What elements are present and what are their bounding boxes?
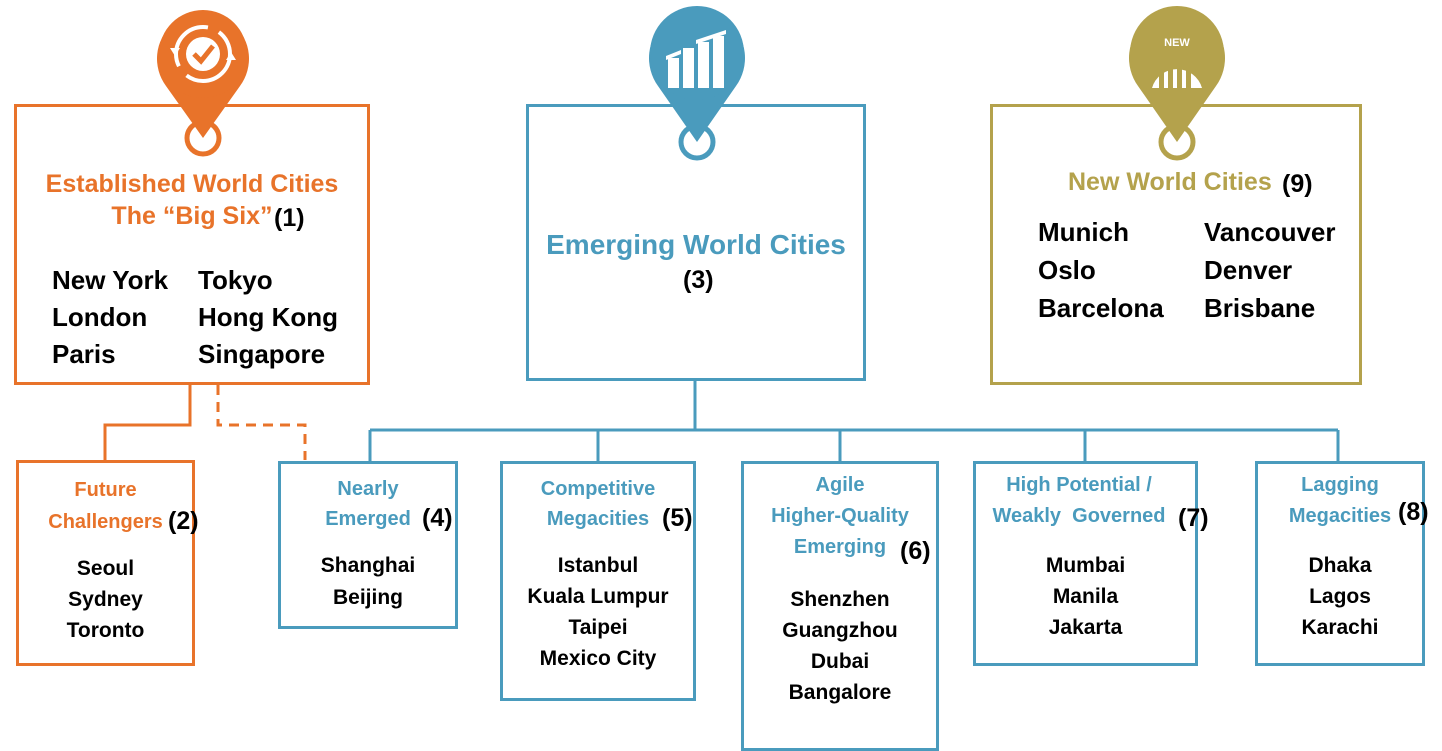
city-name: Bangalore	[788, 681, 892, 704]
city-name: Beijing	[332, 586, 403, 609]
emerging-number: (3)	[683, 266, 714, 294]
city-name: Sydney	[68, 588, 143, 611]
city-name: Paris	[52, 339, 116, 369]
established-cities-right: Tokyo Hong Kong Singapore	[198, 262, 338, 373]
lagging-title-line1: Lagging	[1301, 474, 1379, 496]
competitive-megacities-box	[500, 461, 696, 701]
new-badge-text: NEW	[1164, 37, 1190, 49]
city-name: Munich	[1038, 217, 1129, 247]
established-cities-left: New York London Paris	[52, 262, 168, 373]
city-name: London	[52, 302, 148, 332]
city-name: Kuala Lumpur	[527, 585, 669, 608]
city-name: Jakarta	[1048, 616, 1123, 639]
city-name: Guangzhou	[782, 619, 898, 642]
city-name: Seoul	[76, 557, 135, 580]
city-name: Mumbai	[1045, 554, 1126, 577]
competitive-title-line2: Megacities	[546, 508, 650, 530]
established-number: (1)	[274, 204, 305, 232]
city-name: Singapore	[198, 339, 326, 369]
new-world-cities-left: Munich Oslo Barcelona	[1038, 213, 1164, 327]
lagging-title: Lagging Megacities	[1255, 470, 1425, 532]
competitive-cities: Istanbul Kuala Lumpur Taipei Mexico City	[500, 550, 696, 674]
city-name: Manila	[1052, 585, 1119, 608]
future-title-line1: Future	[74, 479, 137, 501]
new-buildings-icon: NEW	[1129, 6, 1225, 161]
city-name: Brisbane	[1204, 293, 1316, 323]
agile-title-line2: Higher-Quality	[771, 505, 909, 527]
lagging-number: (8)	[1398, 498, 1429, 526]
competitive-title: Competitive Megacities	[500, 474, 696, 534]
city-name: Denver	[1204, 255, 1293, 285]
city-name: Shanghai	[320, 554, 416, 577]
nearly-cities: Shanghai Beijing	[278, 550, 458, 614]
city-name: Shenzhen	[790, 588, 890, 611]
building-chart-icon	[649, 6, 745, 161]
nearly-title: Nearly Emerged	[278, 474, 458, 534]
city-name: Lagos	[1309, 585, 1371, 608]
future-title: Future Challengers	[16, 474, 195, 538]
city-name: Barcelona	[1038, 293, 1164, 323]
city-name: Toronto	[66, 619, 145, 642]
city-name: Dhaka	[1308, 554, 1372, 577]
city-name: New York	[52, 265, 169, 295]
lagging-megacities-box	[1255, 461, 1425, 666]
refresh-check-icon	[157, 10, 249, 157]
new-world-number: (9)	[1282, 170, 1313, 198]
established-title-line2: The “Big Six”	[111, 202, 273, 230]
city-name: Hong Kong	[198, 302, 339, 332]
future-number: (2)	[168, 507, 199, 535]
highpotential-cities: Mumbai Manila Jakarta	[973, 550, 1198, 643]
city-name: Karachi	[1301, 616, 1379, 639]
future-title-line2: Challengers	[48, 511, 163, 533]
connector-established-nearly-dashed	[216, 385, 307, 460]
nearly-title-line1: Nearly	[337, 478, 399, 500]
future-cities: Seoul Sydney Toronto	[16, 553, 195, 646]
agile-emerging-box	[741, 461, 939, 751]
highpotential-title: High Potential / Weakly Governed	[980, 470, 1178, 532]
agile-title: Agile Higher-Quality Emerging	[741, 470, 939, 563]
lagging-cities: Dhaka Lagos Karachi	[1255, 550, 1425, 643]
new-world-cities-right: Vancouver Denver Brisbane	[1204, 213, 1336, 327]
agile-title-line3: Emerging	[793, 536, 887, 558]
city-name: Taipei	[568, 616, 628, 639]
connector-established-future	[103, 385, 192, 460]
competitive-number: (5)	[662, 504, 693, 532]
city-name: Tokyo	[198, 265, 273, 295]
city-name: Mexico City	[539, 647, 657, 670]
city-name: Dubai	[810, 650, 870, 673]
city-name: Oslo	[1038, 255, 1096, 285]
established-title-line1: Established World Cities	[45, 170, 339, 198]
lagging-title-line2: Megacities	[1288, 505, 1392, 527]
city-name: Istanbul	[557, 554, 639, 577]
agile-cities: Shenzhen Guangzhou Dubai Bangalore	[741, 584, 939, 708]
highpotential-title-line1: High Potential /	[1006, 474, 1152, 496]
established-title: Established World Cities The “Big Six”	[14, 168, 370, 232]
high-potential-box	[973, 461, 1198, 666]
nearly-emerged-box	[278, 461, 458, 629]
agile-title-line1: Agile	[815, 474, 865, 496]
highpotential-number: (7)	[1178, 504, 1209, 532]
competitive-title-line1: Competitive	[540, 478, 656, 500]
emerging-title: Emerging World Cities	[546, 229, 846, 260]
future-challengers-box	[16, 460, 195, 666]
city-name: Vancouver	[1204, 217, 1336, 247]
highpotential-title-line2: Weakly Governed	[992, 505, 1166, 527]
nearly-title-line2: Emerged	[325, 508, 411, 530]
new-world-title: New World Cities	[1068, 168, 1272, 196]
nearly-number: (4)	[422, 504, 453, 532]
agile-number: (6)	[900, 537, 931, 565]
